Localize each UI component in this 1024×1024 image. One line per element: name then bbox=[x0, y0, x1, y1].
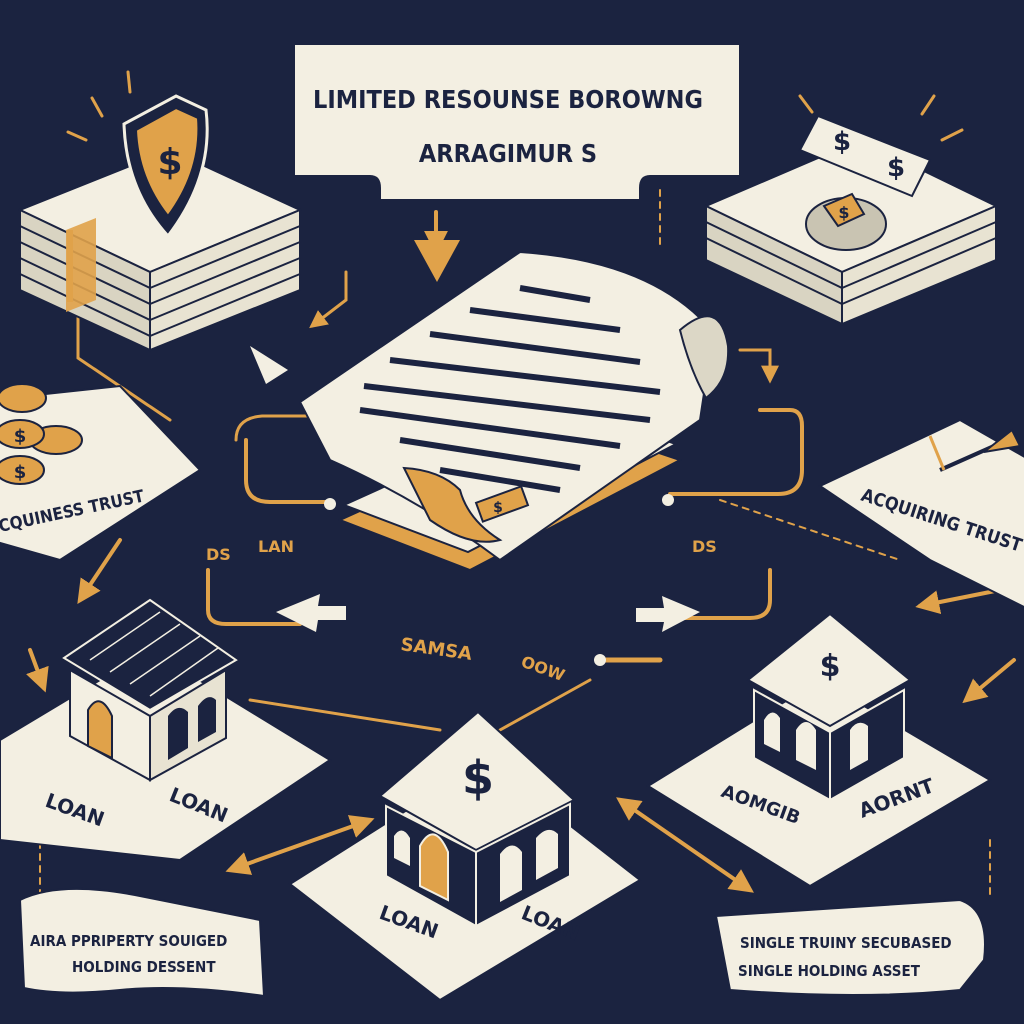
connector-dot bbox=[662, 494, 674, 506]
right-banner: SINGLE TRUINY SECUBASED SINGLE HOLDING A… bbox=[714, 898, 986, 996]
pen-icon bbox=[928, 428, 1022, 472]
bank-building-icon: $ bbox=[746, 612, 912, 802]
document-tag-dollar: $ bbox=[493, 500, 503, 516]
flow-arrow bbox=[234, 414, 362, 442]
flow-arrow bbox=[206, 568, 302, 626]
right-banner-line-1: SINGLE TRUINY SECUBASED bbox=[740, 934, 952, 952]
title-line-1: LIMITED RESOUNSE BOROWNG bbox=[313, 85, 703, 114]
title-line-2: ARRAGIMUR S bbox=[419, 139, 597, 168]
tag-dollar: $ bbox=[838, 203, 849, 222]
white-arrows bbox=[250, 346, 700, 632]
coin-dollar: $ bbox=[14, 462, 27, 483]
flow-arrow bbox=[309, 270, 348, 329]
flow-label-ds-left: DS bbox=[206, 545, 231, 564]
connector-dot bbox=[594, 654, 606, 666]
left-banner: AIRA PPRIPERTY SOUIGED HOLDING DESSENT bbox=[18, 887, 266, 998]
bank-building-icon bbox=[62, 598, 238, 782]
flow-arrow bbox=[616, 797, 754, 893]
coin-dollar: $ bbox=[14, 426, 27, 447]
title-callout-shape bbox=[293, 43, 741, 201]
money-stack-icon: $ $ $ bbox=[703, 114, 999, 326]
title-callout: LIMITED RESOUNSE BOROWNG ARRAGIMUR S bbox=[293, 43, 741, 201]
flow-arrow bbox=[678, 568, 772, 620]
bill-dollar: $ bbox=[833, 127, 851, 157]
flow-arrow bbox=[76, 298, 172, 422]
flow-arrow bbox=[225, 815, 375, 875]
flow-arrows bbox=[26, 189, 1016, 901]
right-trust-card: ACQUIRING TRUST bbox=[817, 418, 1024, 609]
left-banner-line-2: HOLDING DESSENT bbox=[72, 958, 216, 976]
flow-arrow bbox=[77, 538, 122, 604]
flow-arrow bbox=[738, 348, 779, 384]
flow-arrow bbox=[248, 698, 442, 732]
center-building-dollar: $ bbox=[462, 751, 494, 805]
flow-arrow bbox=[915, 588, 1002, 615]
flow-label-loan: LAN bbox=[258, 537, 294, 556]
flow-arrow bbox=[26, 648, 49, 693]
dollar-shield-icon: $ bbox=[122, 94, 209, 239]
flow-arrow bbox=[498, 678, 592, 732]
white-arrow bbox=[276, 594, 346, 632]
flow-arrow bbox=[668, 408, 804, 496]
flow-arrow bbox=[962, 658, 1016, 704]
connector-dot bbox=[324, 498, 336, 510]
title-down-arrow bbox=[414, 240, 460, 282]
left-banner-line-1: AIRA PPRIPERTY SOUIGED bbox=[30, 932, 227, 950]
bill-dollar: $ bbox=[887, 153, 905, 183]
white-arrow bbox=[250, 346, 288, 384]
flow-arrow bbox=[719, 499, 901, 561]
right-banner-line-2: SINGLE HOLDING ASSET bbox=[738, 962, 921, 980]
flow-arrow bbox=[244, 438, 332, 504]
spark-rays bbox=[66, 70, 964, 142]
contract-document-icon: $ bbox=[298, 250, 730, 572]
white-arrow bbox=[636, 596, 700, 632]
bank-building-icon: $ bbox=[378, 710, 576, 928]
coins-icon: $ $ bbox=[0, 383, 83, 485]
shield-dollar: $ bbox=[157, 142, 182, 183]
right-building-dollar: $ bbox=[820, 649, 841, 684]
flow-label-ds-right: DS bbox=[692, 537, 717, 556]
